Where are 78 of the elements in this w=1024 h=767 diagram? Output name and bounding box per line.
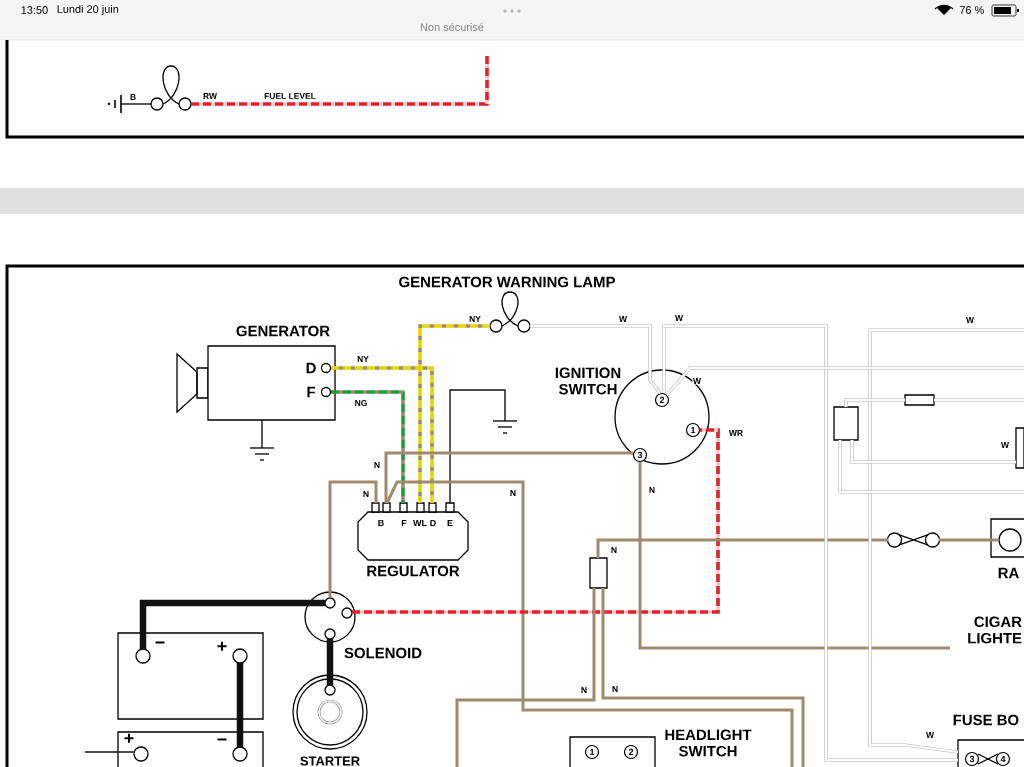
wire-label: N <box>648 486 656 494</box>
wire-label: W <box>674 314 684 322</box>
wire <box>850 439 1017 464</box>
component-label: HEADLIGHT SWITCH <box>665 729 752 757</box>
wire <box>331 366 434 503</box>
wire <box>665 366 1024 397</box>
ground-symbol <box>492 420 518 434</box>
wire <box>638 462 950 650</box>
wire-label: N <box>580 686 588 694</box>
wire <box>939 538 999 542</box>
wire <box>596 538 888 558</box>
wire-label: N <box>509 489 517 497</box>
status-date: Lundi 20 juin <box>57 4 119 16</box>
wire-label: B <box>129 93 137 101</box>
component-label: RA <box>998 567 1019 579</box>
status-time: 13:50 <box>21 6 48 14</box>
component-label: FUSE BO <box>953 714 1019 726</box>
component-label: GENERATOR WARNING LAMP <box>399 276 615 288</box>
wire <box>933 398 1024 402</box>
wire <box>868 328 1024 754</box>
terminal-label: D <box>306 362 316 374</box>
wire-label: NY <box>468 315 482 323</box>
component-label: REGULATOR <box>367 565 460 577</box>
wire-label: W <box>965 316 975 324</box>
wire-label: W <box>618 315 628 323</box>
component-box <box>1015 427 1024 469</box>
component-label: CIGAR LIGHTE <box>968 616 1022 644</box>
polarity-sign: + <box>217 641 227 651</box>
wire <box>352 428 720 614</box>
wire-label: W <box>692 377 702 385</box>
wire-label: NG <box>354 399 368 407</box>
wire-label: FUEL LEVEL <box>264 93 316 99</box>
wire <box>328 480 378 598</box>
polarity-sign: + <box>124 733 134 743</box>
wire <box>385 480 794 767</box>
wire-label: NY <box>356 355 370 363</box>
component-label: GENERATOR <box>236 325 330 337</box>
fuse-holder <box>589 557 608 589</box>
terminal-label: F <box>307 386 315 398</box>
fuse-symbol <box>886 532 941 548</box>
wire <box>84 751 135 753</box>
resistor-symbol <box>904 394 935 406</box>
component-label: STARTER <box>300 756 360 766</box>
wire <box>662 324 959 762</box>
terminal-number: 3 <box>964 751 980 767</box>
wire-label: W <box>926 732 934 738</box>
wire-label: WR <box>728 429 744 437</box>
terminal-number: 2 <box>623 744 639 760</box>
wire-label: RW <box>202 92 218 100</box>
polarity-sign: − <box>217 738 227 741</box>
wire <box>844 398 906 408</box>
polarity-sign: − <box>155 641 165 644</box>
wire-label: N <box>362 490 370 498</box>
wire <box>449 389 506 504</box>
wire-label: N <box>611 685 619 693</box>
terminal-number: 1 <box>584 744 600 760</box>
terminal-number: 4 <box>995 751 1011 767</box>
wire-label: N <box>610 546 618 554</box>
connector-box <box>833 406 859 441</box>
battery-percent: 76 % <box>959 6 984 14</box>
wire <box>418 324 490 503</box>
wire-label: N <box>373 461 381 469</box>
component-label: IGNITION SWITCH <box>555 367 621 395</box>
wire <box>529 324 662 394</box>
wire <box>261 419 263 449</box>
wire <box>384 451 633 503</box>
ground-symbol <box>249 447 275 461</box>
wire <box>838 439 1024 494</box>
wire-label: W <box>1000 441 1010 449</box>
wire <box>455 588 596 767</box>
wire <box>191 56 489 106</box>
wire <box>331 390 405 503</box>
lamp-symbol <box>150 65 192 111</box>
wire <box>601 588 805 767</box>
ground-symbol <box>107 94 122 114</box>
wire <box>120 103 152 105</box>
address-text: Non sécurisé <box>420 22 484 32</box>
component-label: SOLENOID <box>344 647 422 659</box>
